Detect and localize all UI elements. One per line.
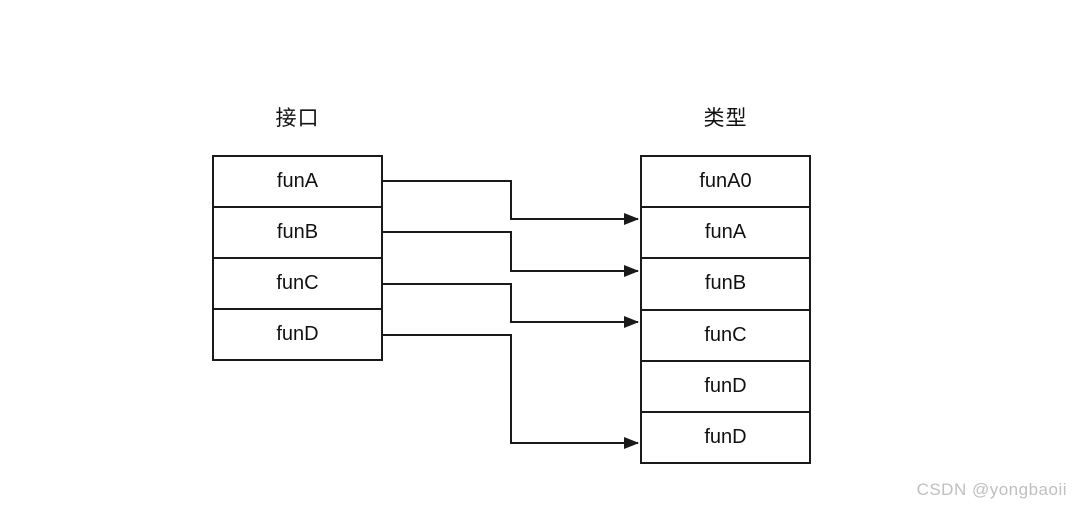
table-row: funD <box>214 310 381 359</box>
right-column-title: 类型 <box>703 107 748 130</box>
table-row: funA <box>214 157 381 208</box>
table-row: funD <box>642 412 809 463</box>
table-row: funB <box>214 208 381 259</box>
left-column-title: 接口 <box>275 107 320 130</box>
type-table: funA0 funA funB funC funD funD <box>640 155 811 464</box>
edge-funB-to-funB <box>383 231 639 277</box>
edge-funD-to-funD <box>383 334 639 449</box>
table-row: funA <box>642 208 809 260</box>
table-row: funD <box>642 361 809 413</box>
edge-funC-to-funC <box>383 283 639 328</box>
csdn-watermark: CSDN @yongbaoii <box>916 480 1067 499</box>
table-row: funC <box>214 259 381 310</box>
interface-table: funA funB funC funD <box>212 155 383 361</box>
table-row: funB <box>642 259 809 311</box>
table-row: funC <box>642 310 809 362</box>
table-row: funA0 <box>642 157 809 209</box>
edge-funA-to-funA <box>383 180 639 225</box>
